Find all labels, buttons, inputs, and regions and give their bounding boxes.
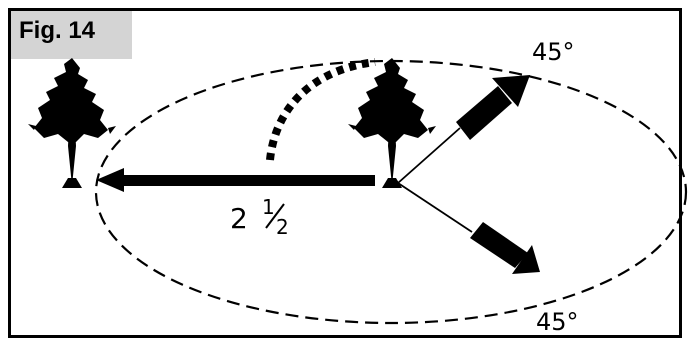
angle-label-lower: 45° <box>536 308 579 336</box>
distance-label: 2 1 2 <box>230 195 289 239</box>
felling-arc <box>266 58 376 161</box>
distance-arrow <box>96 168 375 192</box>
distance-label-denominator: 2 <box>276 215 289 239</box>
angle-arrow-lower <box>470 222 540 274</box>
angle-label-upper: 45° <box>532 38 575 66</box>
tree-icon-left <box>28 58 116 188</box>
distance-label-whole: 2 <box>230 202 248 235</box>
distance-label-numerator: 1 <box>262 195 275 219</box>
guide-line-upper <box>397 127 461 184</box>
tree-icon-center <box>348 58 436 188</box>
guide-line-lower <box>397 182 473 233</box>
angle-arrow-upper <box>456 75 530 140</box>
figure-label: Fig. 14 <box>11 11 132 59</box>
